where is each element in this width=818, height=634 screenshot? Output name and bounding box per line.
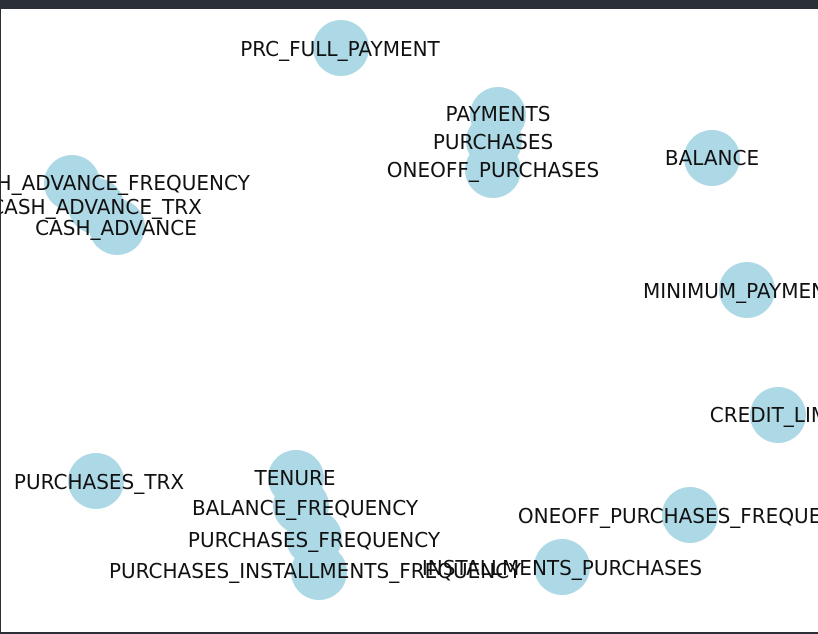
node-label-oneoff-purchases: ONEOFF_PURCHASES	[387, 158, 599, 182]
node-label-prc-full-payment: PRC_FULL_PAYMENT	[240, 37, 440, 61]
graph-canvas: PRC_FULL_PAYMENT PAYMENTS PURCHASES ONEOFF_…	[1, 9, 818, 632]
node-label-tenure: TENURE	[254, 466, 336, 490]
node-balance[interactable]	[684, 130, 740, 186]
node-label-oneoff-purchases-frequency: ONEOFF_PURCHASES_FREQUENCY	[518, 504, 818, 528]
node-purchases-installments-frequency[interactable]	[291, 544, 347, 600]
node-label-installments-purchases: INSTALLMENTS_PURCHASES	[422, 556, 702, 580]
node-label-cash-advance-frequency: CASH_ADVANCE_FREQUENCY	[1, 171, 251, 195]
node-installments-purchases[interactable]	[534, 539, 590, 595]
node-minimum-payments[interactable]	[719, 262, 775, 318]
window-top-bar	[0, 0, 818, 9]
node-oneoff-purchases[interactable]	[465, 142, 521, 198]
node-label-purchases: PURCHASES	[433, 130, 553, 154]
node-label-purchases-frequency: PURCHASES_FREQUENCY	[188, 528, 441, 552]
node-prc-full-payment[interactable]	[313, 20, 369, 76]
node-label-cash-advance-trx: CASH_ADVANCE_TRX	[1, 195, 202, 219]
label-layer: PRC_FULL_PAYMENT PAYMENTS PURCHASES ONEOFF_…	[1, 37, 818, 583]
node-cash-advance[interactable]	[89, 199, 145, 255]
node-oneoff-purchases-frequency[interactable]	[662, 487, 718, 543]
node-label-minimum-payments: MINIMUM_PAYMENTS	[643, 279, 818, 303]
node-label-purchases-installments-frequency: PURCHASES_INSTALLMENTS_FREQUENCY	[109, 559, 522, 583]
node-credit-limit[interactable]	[750, 387, 806, 443]
window-bottom-edge	[0, 632, 818, 634]
node-label-purchases-trx: PURCHASES_TRX	[14, 470, 184, 494]
node-label-payments: PAYMENTS	[446, 102, 551, 126]
node-purchases-trx[interactable]	[68, 453, 124, 509]
network-graph: PRC_FULL_PAYMENT PAYMENTS PURCHASES ONEOFF_…	[1, 20, 818, 600]
node-layer	[44, 20, 806, 600]
node-label-cash-advance: CASH_ADVANCE	[35, 216, 197, 240]
node-label-balance: BALANCE	[665, 146, 759, 170]
node-label-balance-frequency: BALANCE_FREQUENCY	[192, 496, 419, 520]
node-label-credit-limit: CREDIT_LIMIT	[710, 403, 818, 427]
